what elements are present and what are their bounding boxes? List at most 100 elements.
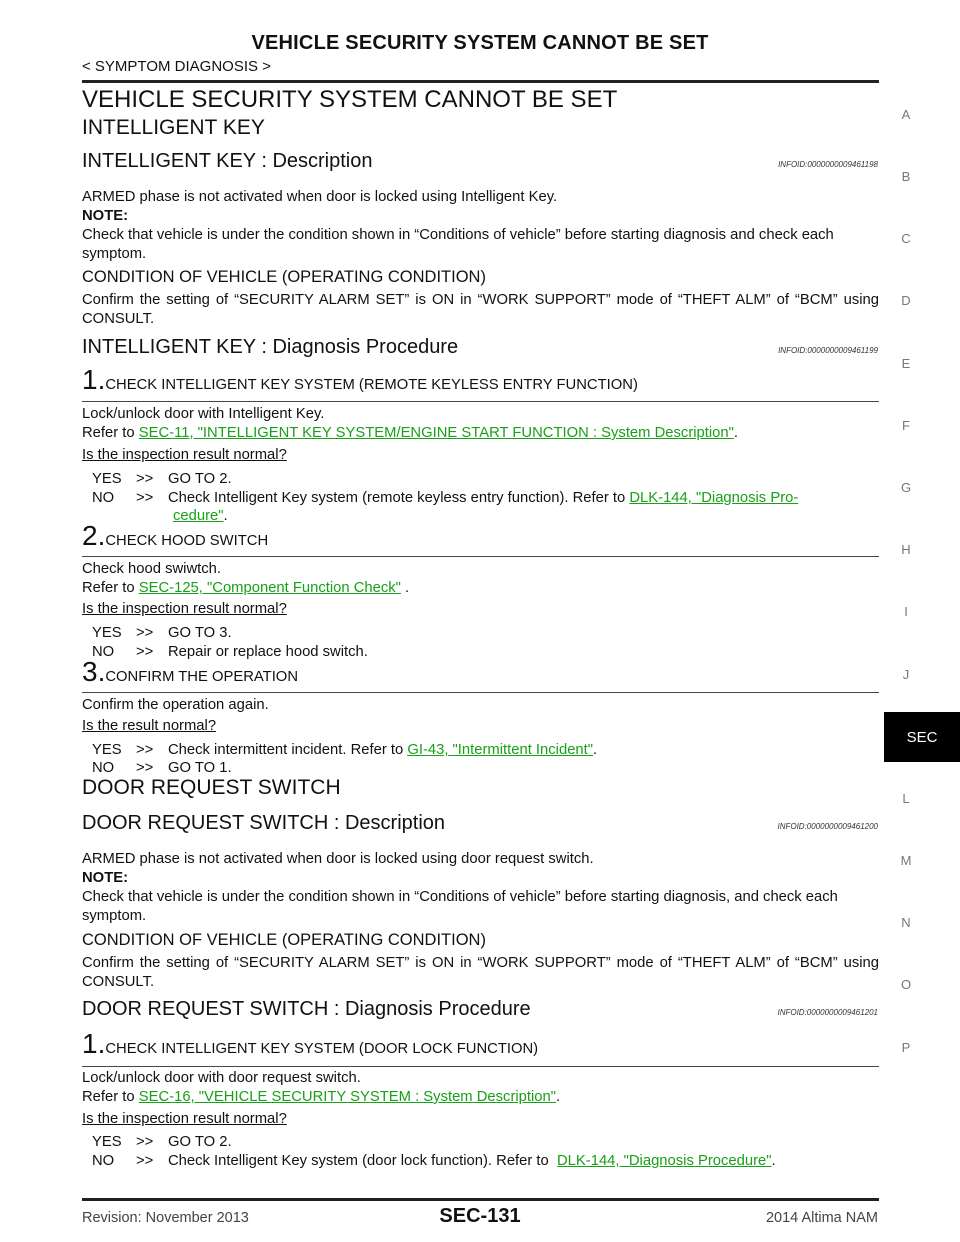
yes-text: Check intermittent incident. Refer to <box>168 742 408 758</box>
drs-diagnosis-heading: DOOR REQUEST SWITCH : Diagnosis Procedur… <box>82 998 531 1020</box>
side-index-m[interactable]: M <box>900 853 912 868</box>
footer-divider <box>82 1198 879 1201</box>
ik-description-infoid: INFOID:0000000009461198 <box>778 160 878 169</box>
drs-condition-heading: CONDITION OF VEHICLE (OPERATING CONDITIO… <box>82 931 486 949</box>
step-divider <box>82 692 879 693</box>
ik-description-body: ARMED phase is not activated when door i… <box>82 189 558 205</box>
section-title-vss: VEHICLE SECURITY SYSTEM CANNOT BE SET <box>82 86 618 113</box>
footer-page-number: SEC-131 <box>439 1205 521 1227</box>
link-sec-16[interactable]: SEC-16, "VEHICLE SECURITY SYSTEM : Syste… <box>138 1089 557 1105</box>
ik-step1-no: NO>>Check Intelligent Key system (remote… <box>92 489 879 508</box>
ik-note-label: NOTE: <box>82 208 129 224</box>
yes-arrow: >> <box>136 1134 154 1150</box>
link-gi-43[interactable]: GI-43, "Intermittent Incident" <box>407 742 594 758</box>
side-index-i[interactable]: I <box>904 604 908 619</box>
side-index-a[interactable]: A <box>901 107 911 122</box>
step-number: 1. <box>82 364 106 395</box>
breadcrumb: < SYMPTOM DIAGNOSIS > <box>82 58 271 75</box>
refer-suffix: . <box>556 1089 561 1105</box>
header-divider <box>82 80 879 83</box>
drs-step1-no: NO>>Check Intelligent Key system (door l… <box>92 1152 879 1171</box>
step-number: 2. <box>82 520 106 551</box>
side-index-e[interactable]: E <box>901 356 911 371</box>
no-arrow: >> <box>136 760 154 776</box>
drs-description-infoid: INFOID:0000000009461200 <box>777 822 878 831</box>
no-label: NO <box>92 490 115 506</box>
link-dlk-144-door[interactable]: DLK-144, "Diagnosis Procedure" <box>557 1153 772 1169</box>
ik-condition-heading: CONDITION OF VEHICLE (OPERATING CONDITIO… <box>82 268 486 286</box>
step-instruction: Check hood swiwtch. <box>82 561 221 577</box>
yes-arrow: >> <box>136 742 154 758</box>
footer-revision: Revision: November 2013 <box>82 1210 249 1226</box>
side-index-sec-active[interactable]: SEC <box>884 712 960 762</box>
ik-description-heading: INTELLIGENT KEY : Description <box>82 150 373 172</box>
no-label: NO <box>92 760 115 776</box>
side-index-l[interactable]: L <box>902 791 910 806</box>
side-index-b[interactable]: B <box>901 169 911 184</box>
drs-description-body: ARMED phase is not activated when door i… <box>82 851 594 867</box>
ik-step1-body: Lock/unlock door with Intelligent Key. R… <box>82 405 879 443</box>
yes-label: YES <box>92 742 122 758</box>
step-divider <box>82 1066 879 1067</box>
no-arrow: >> <box>136 490 154 506</box>
step-title: CHECK HOOD SWITCH <box>105 533 269 549</box>
link-sec-125[interactable]: SEC-125, "Component Function Check" <box>138 580 401 596</box>
side-index-n[interactable]: N <box>901 915 911 930</box>
no-suffix: . <box>771 1153 776 1169</box>
ik-step3-heading: 3.CONFIRM THE OPERATION <box>82 656 879 688</box>
side-index-j[interactable]: J <box>902 667 910 682</box>
step-number: 3. <box>82 656 106 687</box>
no-label: NO <box>92 1153 115 1169</box>
step-instruction: Lock/unlock door with Intelligent Key. <box>82 406 325 422</box>
ik-step3-yes: YES >> Check intermittent incident. Refer … <box>92 741 597 760</box>
drs-description-text: ARMED phase is not activated when door i… <box>82 850 879 926</box>
no-arrow: >> <box>136 644 154 660</box>
side-index-d[interactable]: D <box>901 293 911 308</box>
drs-step1-body: Lock/unlock door with door request switc… <box>82 1069 879 1107</box>
step-instruction: Lock/unlock door with door request switc… <box>82 1070 361 1086</box>
ik-condition-text: Confirm the setting of “SECURITY ALARM S… <box>82 292 879 327</box>
ik-step1-heading: 1.CHECK INTELLIGENT KEY SYSTEM (REMOTE K… <box>82 364 879 396</box>
page-header-title: VEHICLE SECURITY SYSTEM CANNOT BE SET <box>251 32 709 54</box>
drs-diagnosis-infoid: INFOID:0000000009461201 <box>777 1008 878 1017</box>
ik-step2-no: NO>>Repair or replace hood switch. <box>92 643 368 662</box>
ik-step2-body: Check hood swiwtch. Refer to SEC-125, "C… <box>82 560 879 598</box>
ik-step1-yes: YES>>GO TO 2. <box>92 470 232 489</box>
link-sec-11[interactable]: SEC-11, "INTELLIGENT KEY SYSTEM/ENGINE S… <box>138 425 734 441</box>
step-refer: Refer to SEC-11, "INTELLIGENT KEY SYSTEM… <box>82 424 879 443</box>
side-index-g[interactable]: G <box>900 480 912 495</box>
refer-prefix: Refer to <box>82 580 139 596</box>
drs-condition-text: Confirm the setting of “SECURITY ALARM S… <box>82 955 879 990</box>
ik-note-text: Check that vehicle is under the conditio… <box>82 227 834 262</box>
refer-suffix: . <box>733 425 738 441</box>
step-number: 1. <box>82 1028 106 1059</box>
footer-model: 2014 Altima NAM <box>765 1210 878 1226</box>
drs-step1-question: Is the inspection result normal? <box>82 1111 287 1127</box>
side-index-c[interactable]: C <box>901 231 911 246</box>
side-index-f[interactable]: F <box>902 418 910 433</box>
link-dlk-144-cont[interactable]: cedure" <box>173 508 224 524</box>
yes-label: YES <box>92 625 122 641</box>
yes-arrow: >> <box>136 471 154 487</box>
ik-step2-question: Is the inspection result normal? <box>82 601 287 617</box>
yes-text: GO TO 2. <box>168 1134 232 1150</box>
refer-prefix: Refer to <box>82 1089 139 1105</box>
subsection-title-intelligent-key: INTELLIGENT KEY <box>82 116 265 139</box>
no-text: GO TO 1. <box>168 760 232 776</box>
side-index-h[interactable]: H <box>901 542 911 557</box>
refer-suffix: . <box>400 580 410 596</box>
ik-step1-no-cont: cedure". <box>173 508 228 524</box>
ik-step2-heading: 2.CHECK HOOD SWITCH <box>82 520 879 552</box>
yes-arrow: >> <box>136 625 154 641</box>
no-label: NO <box>92 644 115 660</box>
ik-step3-no: NO >> GO TO 1. <box>92 759 232 778</box>
ik-step3-question: Is the result normal? <box>82 718 217 734</box>
drs-description-heading: DOOR REQUEST SWITCH : Description <box>82 812 446 834</box>
drs-step1-yes: YES>>GO TO 2. <box>92 1133 232 1152</box>
drs-step1-heading: 1.CHECK INTELLIGENT KEY SYSTEM (DOOR LOC… <box>82 1028 879 1060</box>
step-divider <box>82 401 879 402</box>
side-index-o[interactable]: O <box>900 977 912 992</box>
step-title: CHECK INTELLIGENT KEY SYSTEM (DOOR LOCK … <box>105 1041 539 1057</box>
side-index-p[interactable]: P <box>901 1040 911 1055</box>
link-dlk-144[interactable]: DLK-144, "Diagnosis Pro- <box>629 490 799 506</box>
